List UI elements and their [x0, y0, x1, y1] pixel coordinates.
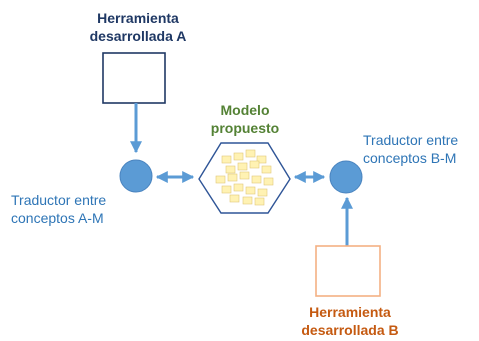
translator-am-node: [119, 159, 153, 193]
translator-bm-label-line1: Traductor entre: [363, 132, 459, 148]
sticky-note: [233, 183, 244, 192]
sticky-note: [257, 188, 268, 197]
sticky-note: [239, 171, 250, 180]
tool-b-label-line2: desarrollada B: [301, 322, 399, 338]
sticky-note: [261, 165, 272, 174]
sticky-note: [245, 186, 256, 195]
sticky-note: [263, 177, 274, 186]
sticky-note: [245, 149, 256, 158]
sticky-note: [254, 197, 265, 206]
tool-b-label: Herramienta desarrollada B: [280, 303, 420, 339]
sticky-note: [242, 196, 253, 205]
sticky-note: [215, 175, 226, 184]
tool-b-label-line1: Herramienta: [309, 304, 391, 320]
model-label: Modelo propuesto: [195, 101, 295, 137]
translator-bm-label-line2: conceptos B-M: [363, 150, 457, 166]
sticky-note: [229, 194, 240, 203]
tool-a-label: Herramienta desarrollada A: [68, 9, 208, 45]
sticky-notes-cluster-icon: [215, 149, 274, 206]
model-label-line2: propuesto: [210, 120, 280, 136]
sticky-note: [251, 175, 262, 184]
tool-a-box: [102, 52, 166, 104]
translator-bm-label: Traductor entre conceptos B-M: [363, 131, 458, 167]
sticky-note: [256, 155, 267, 164]
translator-am-label-line2: conceptos A-M: [11, 210, 104, 226]
translator-am-label: Traductor entre conceptos A-M: [11, 191, 106, 227]
translator-am-label-line1: Traductor entre: [11, 192, 107, 208]
sticky-note: [227, 173, 238, 182]
sticky-note: [249, 160, 260, 169]
sticky-note: [225, 165, 236, 174]
tool-b-box: [315, 245, 381, 297]
model-label-line1: Modelo: [220, 102, 270, 118]
tool-a-label-line1: Herramienta: [97, 10, 179, 26]
sticky-note: [221, 185, 232, 194]
tool-a-label-line2: desarrollada A: [89, 28, 187, 44]
sticky-note: [221, 155, 232, 164]
translator-bm-node: [329, 160, 363, 194]
sticky-note: [237, 162, 248, 171]
sticky-note: [233, 152, 244, 161]
